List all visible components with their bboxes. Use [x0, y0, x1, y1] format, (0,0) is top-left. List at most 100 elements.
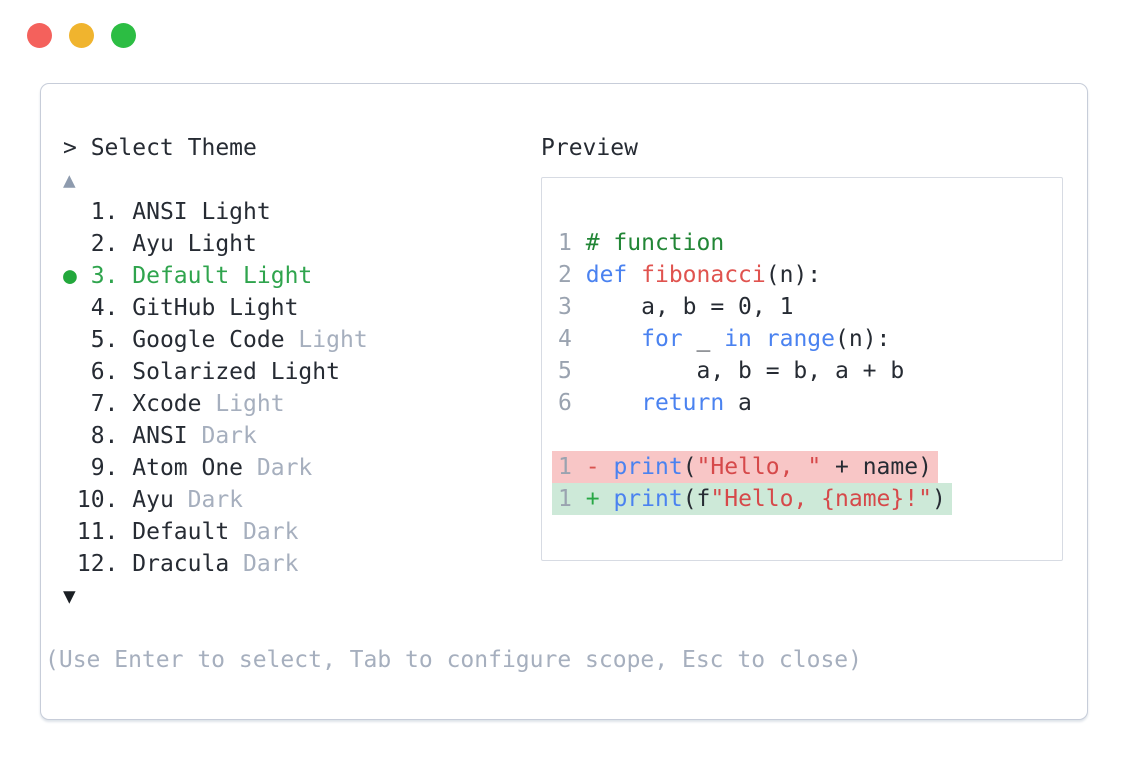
code-token [627, 262, 641, 288]
code-token: + name [821, 454, 919, 480]
code-token: return [641, 390, 725, 416]
bullet-slot [63, 519, 77, 545]
code-token: ) [931, 486, 946, 512]
theme-item-number: 4. [76, 295, 133, 321]
theme-item-name: Xcode [132, 391, 202, 417]
bullet-slot [63, 295, 77, 321]
theme-item-number: 1. [76, 199, 133, 225]
code-line-content: 5 a, b = b, a + b [552, 355, 910, 387]
code-line: 2 def fibonacci(n): [552, 259, 1062, 291]
code-line: 6 return a [552, 387, 1062, 419]
code-token: + [585, 486, 600, 512]
line-number: 5 [558, 358, 572, 384]
code-token [586, 326, 641, 352]
theme-list-item[interactable]: 6. Solarized Light [63, 356, 541, 388]
window-close-button[interactable] [27, 23, 52, 48]
code-line: 1 # function [552, 227, 1062, 259]
theme-list-item[interactable]: 12. Dracula Dark [63, 548, 541, 580]
window-controls [27, 23, 136, 48]
theme-list-item[interactable]: 2. Ayu Light [63, 228, 541, 260]
code-line-content: 6 return a [552, 387, 758, 419]
bullet-slot [63, 359, 77, 385]
selected-bullet-icon: ● [63, 263, 77, 289]
line-number: 1 [558, 486, 572, 512]
theme-list-item[interactable]: 10. Ayu Dark [63, 484, 541, 516]
line-number: 3 [558, 294, 572, 320]
theme-item-number: 10. [76, 487, 133, 513]
theme-list-item[interactable]: 8. ANSI Dark [63, 420, 541, 452]
line-number: 4 [558, 326, 572, 352]
code-token: "Hello, {name}!" [710, 486, 932, 512]
code-token [600, 486, 614, 512]
theme-item-name: Default [132, 519, 230, 545]
theme-list-item[interactable]: 5. Google Code Light [63, 324, 541, 356]
theme-item-name: GitHub Light [132, 295, 299, 321]
code-token: def [585, 262, 628, 288]
theme-item-number: 2. [76, 231, 133, 257]
window-maximize-button[interactable] [111, 23, 136, 48]
code-line: 5 a, b = b, a + b [552, 355, 1062, 387]
code-token [586, 390, 641, 416]
theme-item-number: 11. [76, 519, 133, 545]
code-line: 4 for _ in range(n): [552, 323, 1062, 355]
code-token: _ [682, 326, 725, 352]
code-line-content: 2 def fibonacci(n): [552, 259, 827, 291]
theme-item-name: Solarized Light [132, 359, 340, 385]
theme-item-variant: Light [201, 391, 285, 417]
theme-item-variant: Dark [229, 551, 299, 577]
scroll-down-icon[interactable]: ▼ [63, 584, 76, 608]
code-token: (n): [835, 326, 891, 352]
line-number: 2 [558, 262, 572, 288]
theme-list-item[interactable]: 7. Xcode Light [63, 388, 541, 420]
theme-list-item[interactable]: 11. Default Dark [63, 516, 541, 548]
theme-item-variant: Dark [187, 423, 257, 449]
theme-item-number: 12. [76, 551, 133, 577]
code-token: a [724, 390, 752, 416]
theme-list-item[interactable]: 1. ANSI Light [63, 196, 541, 228]
bullet-slot [63, 551, 77, 577]
code-token: a, b = 0, 1 [585, 294, 794, 320]
scroll-up-icon[interactable]: ▲ [63, 168, 76, 192]
theme-select-column: > Select Theme ▲ 1. ANSI Light 2. Ayu Li… [45, 132, 862, 676]
dialog-content: > Select Theme ▲ 1. ANSI Light 2. Ayu Li… [41, 84, 1087, 676]
theme-item-name: Atom One [132, 455, 244, 481]
theme-item-name: Ayu Light [132, 231, 257, 257]
code-line: 3 a, b = 0, 1 [552, 291, 1062, 323]
bullet-slot [63, 455, 77, 481]
code-token: for [641, 326, 683, 352]
code-line [552, 419, 1062, 451]
theme-list-item[interactable]: 9. Atom One Dark [63, 452, 541, 484]
code-token: ) [918, 454, 932, 480]
code-line-content: 1 + print(f"Hello, {name}!") [552, 483, 952, 515]
hint-text: (Use Enter to select, Tab to configure s… [45, 647, 862, 673]
code-line-add: 1 + print(f"Hello, {name}!") [552, 483, 1062, 515]
code-line-content: 3 a, b = 0, 1 [552, 291, 799, 323]
bullet-slot [63, 327, 77, 353]
theme-item-variant: Light [284, 327, 368, 353]
preview-label: Preview [541, 135, 638, 161]
code-token: (f [682, 486, 711, 512]
theme-list-item[interactable]: ● 3. Default Light [63, 260, 541, 292]
line-number: 1 [558, 230, 572, 256]
theme-item-number: 6. [76, 359, 133, 385]
theme-item-name: ANSI [132, 423, 188, 449]
bullet-slot [63, 231, 77, 257]
code-line-content: 1 - print("Hello, " + name) [552, 451, 938, 483]
code-token: # function [585, 230, 725, 256]
code-token: ( [682, 454, 697, 480]
theme-item-name: Dracula [132, 551, 230, 577]
code-line-content: 1 # function [552, 227, 730, 259]
theme-item-variant: Dark [173, 487, 244, 513]
code-token: in [724, 326, 752, 352]
code-token: - [585, 454, 600, 480]
theme-item-name: ANSI Light [132, 199, 271, 225]
bullet-slot [63, 423, 77, 449]
window-minimize-button[interactable] [69, 23, 94, 48]
theme-list-item[interactable]: 4. GitHub Light [63, 292, 541, 324]
theme-item-number: 3. [76, 263, 133, 289]
theme-item-number: 7. [76, 391, 133, 417]
theme-item-name: Default Light [132, 263, 313, 289]
